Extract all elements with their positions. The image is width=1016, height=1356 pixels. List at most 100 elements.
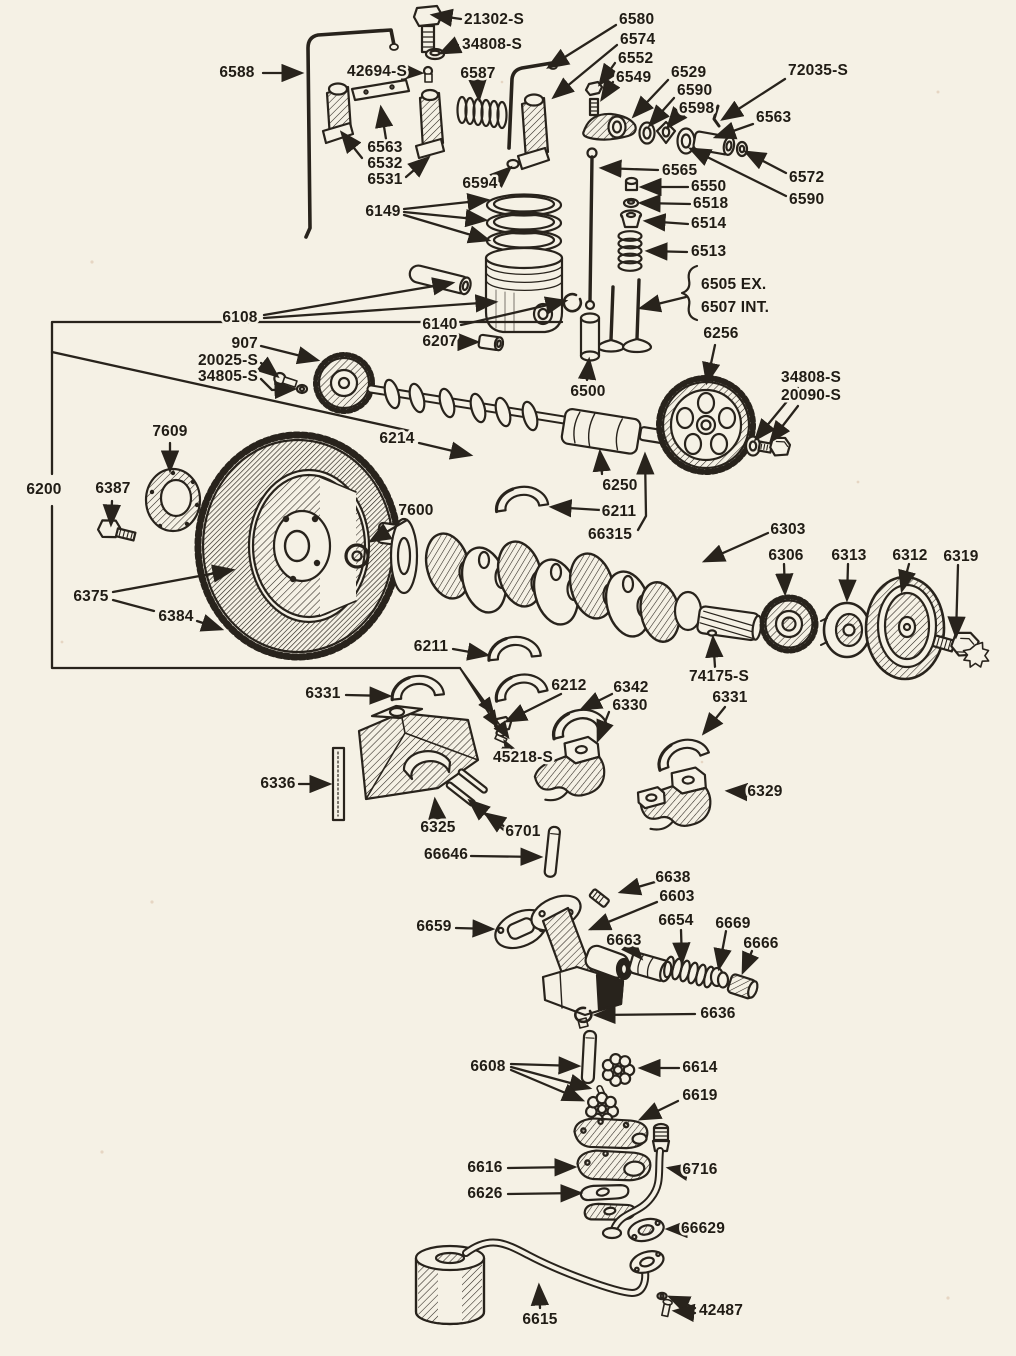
cam-timing-gear-illustration bbox=[656, 375, 756, 475]
leader-line bbox=[701, 531, 770, 563]
leader-line bbox=[768, 404, 800, 444]
pulley-hub-illustration bbox=[820, 601, 872, 659]
snap-ring-illustration bbox=[574, 1006, 593, 1024]
snap-ring-illustration bbox=[562, 292, 583, 313]
leader-line bbox=[644, 242, 689, 261]
valve-spring-illustration bbox=[456, 95, 508, 130]
leader-line bbox=[195, 614, 225, 632]
leader-line bbox=[577, 356, 597, 382]
part-number-label: 34808-S bbox=[781, 369, 841, 386]
bearing-shell-illustration bbox=[388, 671, 446, 702]
fitting-illustration bbox=[588, 888, 610, 908]
piston-pin-illustration bbox=[408, 264, 472, 296]
part-number-label: 6500 bbox=[570, 383, 605, 400]
pointer-fan-lines bbox=[459, 667, 510, 740]
part-number-label: 6701 bbox=[505, 823, 540, 840]
pump-cover-illustration bbox=[573, 1117, 649, 1150]
part-number-label: 6306 bbox=[768, 547, 803, 564]
leader-line bbox=[671, 1303, 697, 1323]
leader-line bbox=[50, 504, 462, 670]
leader-line bbox=[402, 192, 491, 212]
leader-line bbox=[637, 194, 692, 213]
part-number-label: 72035-S bbox=[788, 62, 848, 79]
leader-line bbox=[454, 919, 496, 938]
part-number-label: 6211 bbox=[414, 638, 449, 655]
leader-line bbox=[469, 847, 544, 866]
pump-plate-illustration bbox=[576, 1149, 652, 1182]
part-number-label: 7609 bbox=[152, 423, 187, 440]
oil-line-illustration bbox=[304, 28, 399, 239]
part-number-label: 6331 bbox=[305, 685, 340, 702]
part-number-label: 6638 bbox=[655, 869, 690, 886]
leader-line bbox=[636, 451, 655, 532]
part-number-label: 6214 bbox=[379, 430, 414, 447]
leader-line bbox=[503, 692, 563, 723]
leader-line bbox=[429, 8, 463, 27]
leader-line bbox=[775, 562, 794, 597]
part-number-label: 6108 bbox=[222, 309, 257, 326]
part-number-label: 6325 bbox=[420, 819, 455, 836]
part-number-label: 6384 bbox=[158, 608, 193, 625]
part-number-label: 6200 bbox=[26, 481, 61, 498]
valve-illustration bbox=[596, 278, 653, 354]
leader-line bbox=[259, 344, 321, 365]
piston-rings-illustration bbox=[485, 193, 563, 253]
part-number-label: 6587 bbox=[460, 65, 495, 82]
rocker-stand-illustration bbox=[506, 93, 551, 171]
leader-line bbox=[339, 130, 364, 160]
part-number-label: 6550 bbox=[691, 178, 726, 195]
leader-line bbox=[702, 343, 721, 386]
leader-line bbox=[530, 1282, 550, 1310]
part-number-label: 34805-S bbox=[198, 368, 258, 385]
leader-line bbox=[404, 155, 431, 179]
leader-line bbox=[344, 686, 393, 705]
crank-pulley-illustration bbox=[864, 575, 946, 681]
part-number-label: 6603 bbox=[659, 888, 694, 905]
oil-outlet-pipe-illustration bbox=[601, 1122, 671, 1240]
leader-line bbox=[666, 1295, 697, 1314]
part-number-label: 6207 bbox=[422, 333, 457, 350]
rocker-arm-illustration bbox=[582, 80, 637, 141]
leader-line bbox=[262, 277, 456, 317]
leader-line bbox=[467, 798, 507, 833]
part-number-label: 20090-S bbox=[781, 387, 841, 404]
main-bearing-cap-illustration bbox=[530, 734, 608, 803]
part-number-label: 6716 bbox=[682, 1161, 717, 1178]
part-number-label: 6375 bbox=[73, 588, 108, 605]
part-number-label: 6636 bbox=[700, 1005, 735, 1022]
leader-line bbox=[546, 23, 618, 69]
part-number-label: 6616 bbox=[467, 1159, 502, 1176]
part-number-label: 6598 bbox=[679, 100, 714, 117]
part-number-label: 6552 bbox=[618, 50, 653, 67]
leader-line bbox=[256, 356, 280, 379]
pump-drive-shaft-illustration bbox=[543, 825, 561, 878]
center-bearing-support-illustration bbox=[357, 704, 480, 801]
crankshaft-illustration bbox=[376, 517, 763, 643]
part-number-label: 66315 bbox=[588, 526, 632, 543]
leader-line bbox=[665, 106, 688, 130]
part-number-label: 6312 bbox=[892, 547, 927, 564]
leader-line bbox=[417, 441, 474, 460]
part-number-label: 6565 bbox=[662, 162, 697, 179]
part-number-label: 66629 bbox=[681, 1220, 725, 1237]
part-number-label: 6663 bbox=[606, 932, 641, 949]
leader-line bbox=[451, 642, 491, 661]
leader-line bbox=[600, 77, 621, 102]
part-number-label: 6532 bbox=[367, 155, 402, 172]
valve-tappet-illustration bbox=[579, 312, 601, 362]
oil-pump-illustration bbox=[530, 894, 633, 1029]
leader-line bbox=[947, 563, 966, 640]
front-plate-strip-illustration bbox=[331, 746, 346, 822]
leader-line bbox=[647, 96, 676, 128]
part-number-label: 6588 bbox=[219, 64, 254, 81]
leader-line bbox=[509, 1056, 582, 1075]
leader-line bbox=[468, 78, 487, 103]
pump-rotor-illustration bbox=[601, 1052, 636, 1088]
diagram-artwork bbox=[96, 4, 990, 1326]
part-number-label: 6514 bbox=[691, 215, 726, 232]
gear-retainer-bolt-illustration bbox=[744, 435, 792, 457]
crankshaft-gear-illustration bbox=[759, 594, 819, 654]
leader-line bbox=[111, 598, 156, 613]
part-number-label: 6507 INT. bbox=[701, 299, 769, 316]
